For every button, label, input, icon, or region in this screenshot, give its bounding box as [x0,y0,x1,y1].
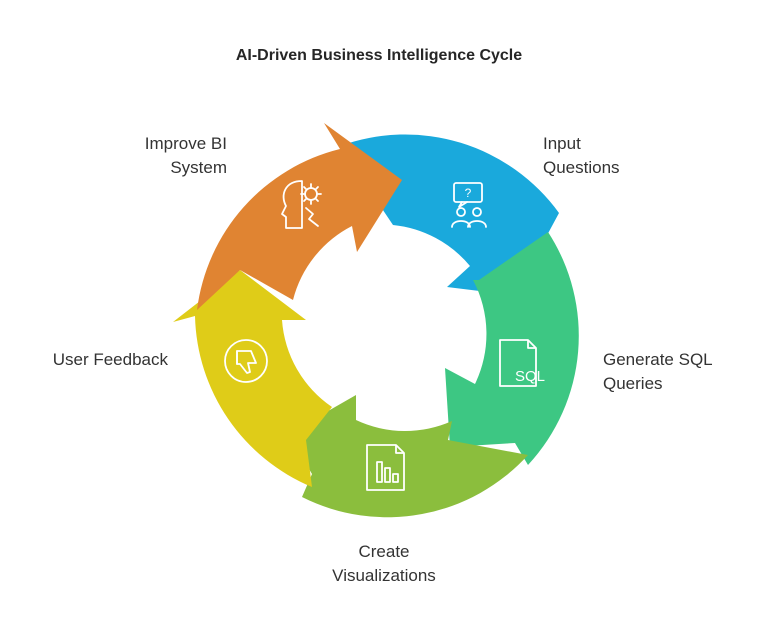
label-user-feedback: User Feedback [20,348,168,372]
label-line: Input [543,134,581,153]
label-line: Improve BI [144,134,227,153]
label-line: Generate SQL [603,350,713,369]
question-mark-text: ? [465,186,472,200]
label-improve-bi-system: Improve BI System [100,132,227,180]
segment-create-visualizations [288,395,528,518]
diagram-title: AI-Driven Business Intelligence Cycle [235,47,523,64]
segment-user-feedback [173,270,332,487]
sql-icon-text: SQL [515,368,545,385]
thumbs-down-icon [224,339,268,383]
label-create-visualizations: Create Visualizations [284,540,484,588]
label-line: Visualizations [332,566,436,585]
label-line: System [170,158,227,177]
people-question-icon: ? [451,182,487,228]
head-gear-icon [281,180,322,229]
label-line: User Feedback [52,350,168,369]
label-input-questions: Input Questions [543,132,620,180]
label-generate-sql-queries: Generate SQL Queries [603,348,713,396]
sql-document-icon [499,339,537,387]
label-line: Questions [543,158,620,177]
label-line: Create [358,542,410,561]
bar-chart-document-icon [366,444,405,491]
segment-improve-bi [197,123,402,310]
label-line: Queries [603,374,663,393]
segment-generate-sql [445,232,579,465]
